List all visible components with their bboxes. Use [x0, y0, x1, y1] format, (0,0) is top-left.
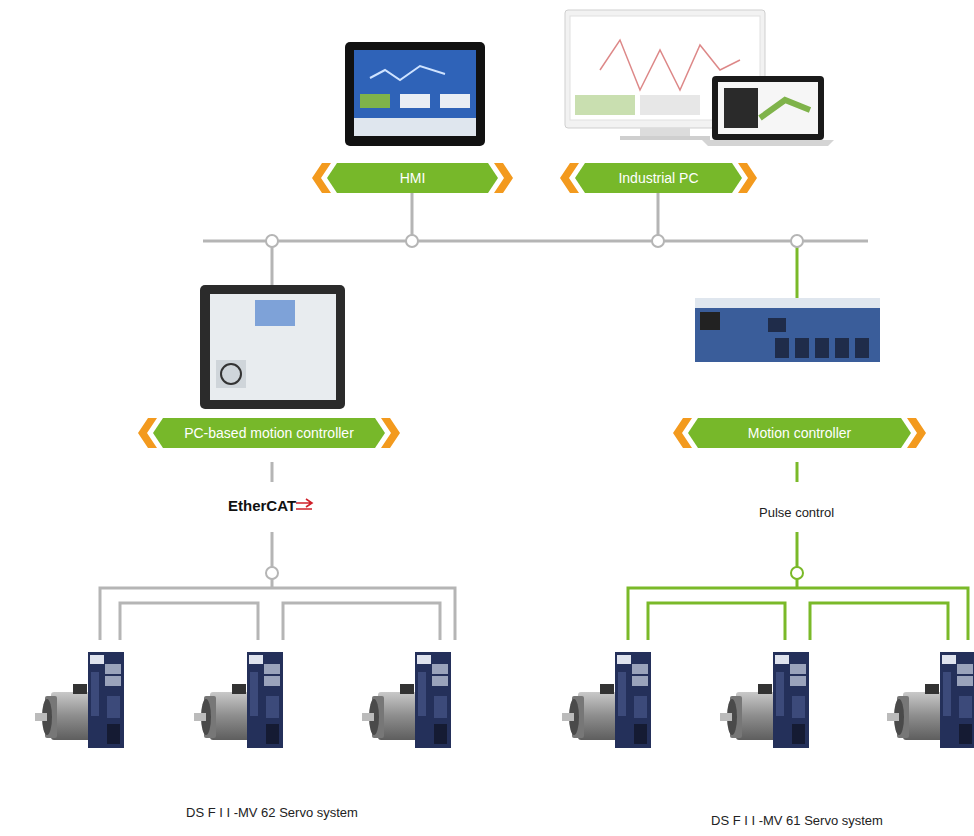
ethercat-wiring: [100, 462, 455, 640]
protocol-label: EtherCAT: [228, 498, 296, 514]
banner-node: Industrial PC: [560, 163, 757, 193]
industrial-pc: [565, 10, 834, 146]
banner-node: PC-based motion controller: [138, 418, 400, 448]
banner-node: HMI: [312, 163, 513, 193]
banner-text: HMI: [312, 163, 513, 193]
panel-pc: [200, 285, 345, 409]
banner-text: Motion controller: [673, 418, 926, 448]
banner-node: Motion controller: [673, 418, 926, 448]
servo-system-label: DS F I I -MV 62 Servo system: [186, 805, 358, 821]
banner-text: Industrial PC: [560, 163, 757, 193]
banner-text: PC-based motion controller: [138, 418, 400, 448]
servo-system-label: DS F I I -MV 61 Servo system: [711, 813, 883, 829]
pulse-wiring: [628, 462, 968, 640]
motion-controller-device: [695, 298, 880, 362]
servo-units: [35, 652, 974, 748]
network-bus: [203, 193, 868, 298]
signal-label: Pulse control: [759, 505, 834, 521]
hmi-screen: [345, 42, 485, 146]
